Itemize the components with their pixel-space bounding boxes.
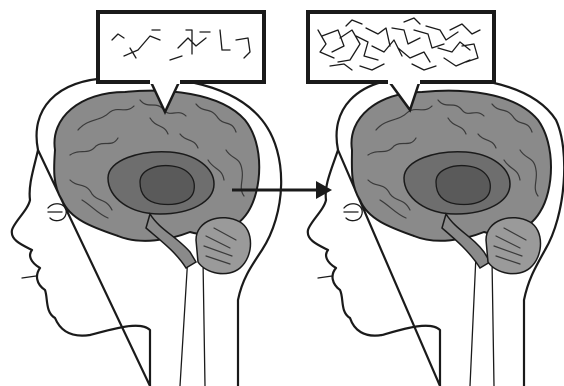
right-mouth — [318, 276, 332, 278]
left-neck-line — [180, 255, 188, 386]
right-spine-line — [492, 260, 494, 386]
left-head — [12, 77, 281, 386]
right-brain-core — [436, 166, 490, 205]
right-neck-line — [470, 255, 476, 386]
left-brain-core — [140, 166, 194, 205]
left-mouth — [22, 276, 36, 278]
left-callout-box — [98, 12, 264, 82]
right-head — [308, 77, 564, 386]
left-spine-line — [203, 260, 205, 386]
